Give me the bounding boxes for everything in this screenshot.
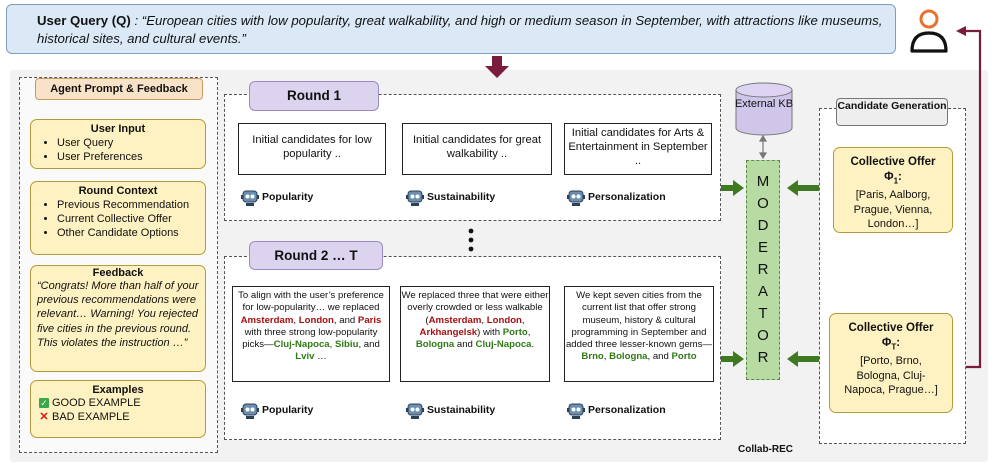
bad-example: ✕BAD EXAMPLE	[31, 410, 205, 424]
user-input-title: User Input	[90, 123, 146, 135]
round2-agent-personalization: Personalization	[566, 401, 666, 419]
feedback-box: Feedback “Congrats! More than half of yo…	[30, 265, 206, 372]
query-label: User Query (Q)	[37, 13, 131, 28]
round2-bubble-sustainability: We replaced three that were either overl…	[400, 286, 550, 382]
round-context-box: Round Context Previous Recommendation Cu…	[30, 181, 206, 255]
offer-cities: [Paris, Aalborg, Prague, Vienna, London……	[853, 189, 933, 231]
moderator-letter: R	[757, 349, 769, 366]
round-context-title: Round Context	[78, 185, 158, 197]
feedback-loop-arrowhead	[956, 26, 966, 36]
moderator-letter: R	[757, 261, 769, 278]
round1-agent-sustainability: Sustainability	[405, 188, 495, 206]
round-context-item: Previous Recommendation	[57, 198, 205, 212]
cross-icon: ✕	[39, 411, 49, 423]
moderator-box: M O D E R A T O R	[746, 160, 780, 380]
robot-icon	[406, 403, 424, 419]
offer-symbol: ΦT:	[881, 336, 901, 351]
round1-bubble-personalization: Initial candidates for Arts & Entertainm…	[564, 123, 712, 175]
offer-symbol: Φ1:	[884, 170, 902, 185]
examples-title: Examples	[92, 384, 144, 396]
agent-label: Personalization	[588, 404, 666, 416]
moderator-letter: O	[757, 195, 769, 212]
round2-agent-sustainability: Sustainability	[405, 401, 495, 419]
round-context-item: Current Collective Offer	[57, 212, 205, 226]
feedback-text: “Congrats! More than half of your previo…	[37, 280, 199, 349]
robot-icon	[241, 403, 259, 419]
external-kb-label: External KB	[734, 98, 794, 110]
feedback-title: Feedback	[92, 267, 144, 279]
user-query-box: User Query (Q) : “European cities with l…	[6, 4, 896, 54]
agent-prompt-title: Agent Prompt & Feedback	[35, 78, 203, 100]
robot-icon	[406, 190, 424, 206]
user-input-item: User Query	[57, 136, 205, 150]
moderator-letter: O	[757, 327, 769, 344]
robot-icon	[567, 190, 585, 206]
agent-label: Popularity	[262, 404, 314, 416]
round2-agent-popularity: Popularity	[240, 401, 313, 419]
checkmark-icon: ✓	[39, 398, 49, 408]
user-input-item: User Preferences	[57, 150, 205, 164]
external-kb-cylinder	[735, 82, 793, 136]
robot-icon	[241, 190, 259, 206]
user-input-box: User Input User Query User Preferences	[30, 119, 206, 169]
user-icon	[910, 9, 948, 53]
moderator-letter: T	[758, 305, 768, 322]
query-text: : “European cities with low popularity, …	[37, 13, 883, 46]
agent-label: Sustainability	[427, 404, 496, 416]
round2-bubble-personalization: We kept seven cities from the current li…	[564, 286, 714, 382]
moderator-letter: E	[757, 239, 768, 256]
candidate-generation-title: Candidate Generation	[836, 98, 948, 126]
round1-agent-popularity: Popularity	[240, 188, 313, 206]
round1-bubble-sustainability: Initial candidates for great walkability…	[402, 123, 552, 175]
round2-bubble-popularity: To align with the user’s preference for …	[232, 286, 390, 382]
offer-cities: [Porto, Brno, Bologna, Cluj-Napoca, Prag…	[844, 355, 938, 397]
good-example-label: GOOD EXAMPLE	[52, 397, 141, 409]
round2-title: Round 2 … T	[249, 241, 383, 270]
round1-bubble-popularity: Initial candidates for low popularity ..	[238, 123, 386, 175]
round1-agent-personalization: Personalization	[566, 188, 666, 206]
collective-offer-T: Collective Offer ΦT: [Porto, Brno, Bolog…	[829, 313, 953, 413]
agent-label: Personalization	[588, 191, 666, 203]
agent-label: Sustainability	[427, 191, 496, 203]
offer-title: Collective Offer	[850, 156, 936, 168]
robot-icon	[567, 403, 585, 419]
agent-label: Popularity	[262, 191, 314, 203]
moderator-letter: M	[756, 173, 770, 190]
good-example: ✓GOOD EXAMPLE	[31, 396, 205, 410]
moderator-letter: D	[757, 217, 769, 234]
collab-rec-label: Collab-REC	[738, 444, 793, 455]
round-context-item: Other Candidate Options	[57, 226, 205, 240]
bad-example-label: BAD EXAMPLE	[52, 411, 130, 423]
round1-title: Round 1	[249, 81, 379, 111]
offer-title: Collective Offer	[848, 322, 934, 334]
examples-box: Examples ✓GOOD EXAMPLE ✕BAD EXAMPLE	[30, 380, 206, 438]
collective-offer-1: Collective Offer Φ1: [Paris, Aalborg, Pr…	[833, 147, 953, 233]
moderator-letter: A	[757, 283, 768, 300]
